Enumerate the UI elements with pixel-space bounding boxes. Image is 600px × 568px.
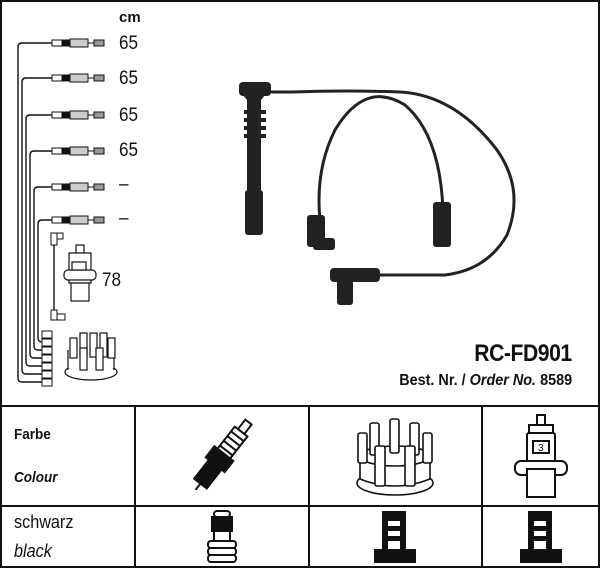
cable-length-1: 65 [119, 33, 139, 54]
colour-en: black [14, 540, 52, 561]
header-de: Farbe [14, 426, 51, 443]
ignition-coil-cell: 3 [481, 405, 600, 507]
spark-plug-cell [134, 405, 310, 507]
order-number-line: Best. Nr. / Order No. 8589 [399, 372, 572, 390]
cable-schematic [17, 38, 118, 387]
header-en: Colour [14, 469, 58, 486]
small-coil-icon [63, 244, 97, 302]
distributor-end-connectors [41, 330, 53, 387]
svg-text:3: 3 [538, 443, 544, 454]
small-distributor-icon [64, 332, 118, 381]
coil-boot-cell [481, 505, 600, 568]
order-label-de: Best. Nr. / [399, 372, 466, 389]
colour-table: Farbe Colour 3 [0, 405, 600, 568]
table-row-colour: schwarz black [0, 505, 600, 568]
distributor-cap-icon [356, 418, 435, 496]
distributor-boot-icon [374, 510, 417, 563]
unit-label: cm [119, 9, 141, 26]
ignition-coil-icon: 3 [513, 414, 568, 498]
coil-cable-length: 78 [102, 270, 122, 291]
colour-header-cell: Farbe Colour [0, 405, 136, 507]
straight-boot-icon [206, 509, 237, 563]
table-row-header: Farbe Colour 3 [0, 405, 600, 507]
distributor-boot-cell [307, 505, 484, 568]
spark-plug-boot-cell [134, 505, 310, 568]
cable-length-5: – [119, 174, 129, 195]
spark-plug-icon [192, 418, 253, 491]
cable-length-6: – [119, 208, 129, 229]
cable-lines [17, 42, 55, 383]
cable-illustration [239, 82, 516, 305]
order-number: 8589 [539, 372, 572, 389]
coil-cable-ends [50, 232, 66, 321]
distributor-cap-cell [307, 405, 484, 507]
plug-connectors [51, 38, 105, 225]
coil-boot-icon [519, 510, 562, 563]
cable-length-3: 65 [119, 105, 139, 126]
product-code: RC-FD901 [474, 340, 573, 367]
order-label-en: Order No. [469, 372, 536, 389]
cable-length-2: 65 [119, 68, 139, 89]
colour-value-cell: schwarz black [0, 505, 136, 568]
colour-de: schwarz [14, 511, 74, 532]
cable-length-4: 65 [119, 140, 139, 161]
